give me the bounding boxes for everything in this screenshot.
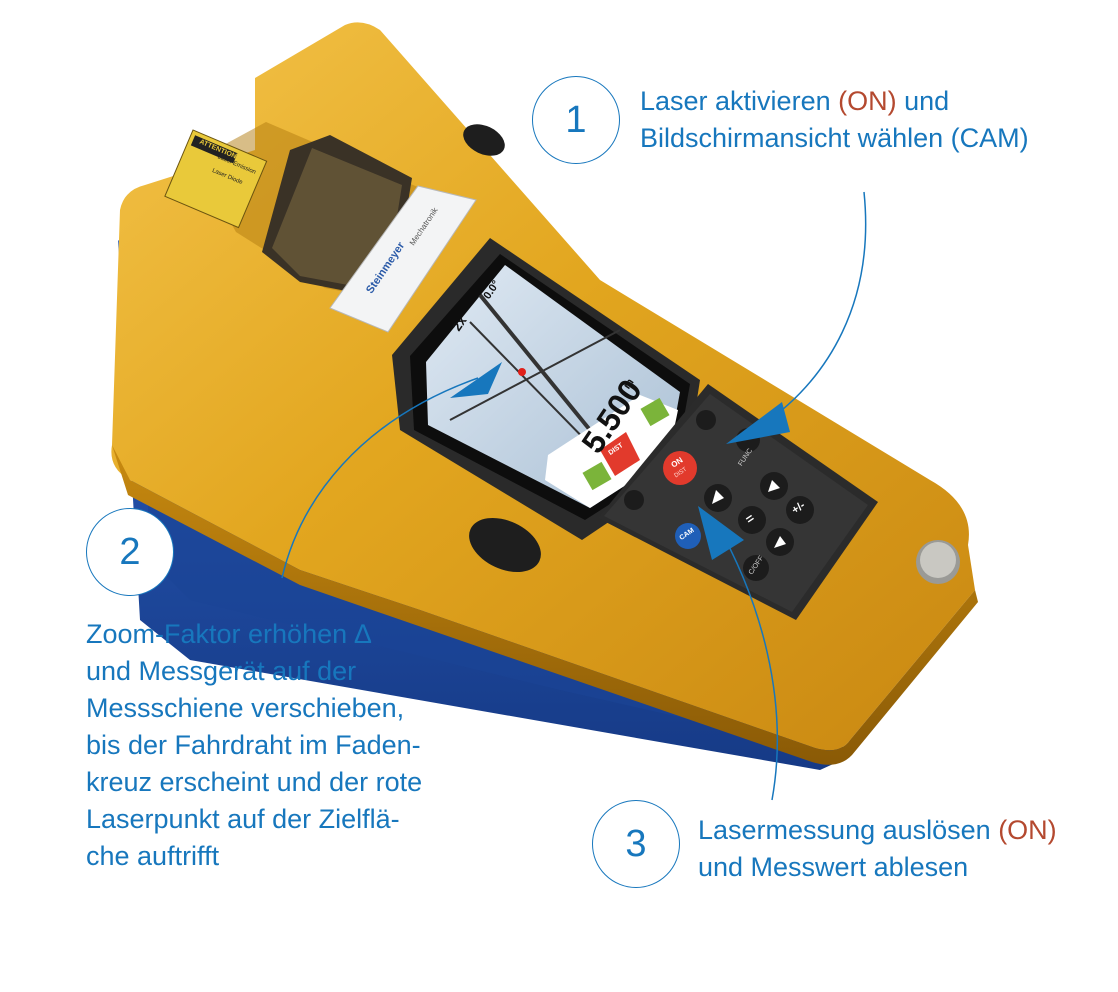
brand-plate (329, 185, 477, 333)
small-key-left[interactable] (624, 490, 644, 510)
small-key-top[interactable] (696, 410, 716, 430)
step-2-line: che auftrifft (86, 841, 220, 871)
step-2-line: bis der Fahrdraht im Faden- (86, 730, 421, 760)
step-2-line: und Messgerät auf der (86, 656, 357, 686)
step-1-circle: 1 (532, 76, 620, 164)
metal-knob (916, 540, 960, 584)
screen (392, 238, 700, 540)
keypad (598, 384, 878, 620)
arrowheads (450, 362, 790, 560)
step-2-line: Zoom-Faktor erhöhen ∆ (86, 619, 372, 649)
step-2-line: kreuz erscheint und der rote (86, 767, 423, 797)
step-2-circle: 2 (86, 508, 174, 596)
step-1-line-2: Bildschirmansicht wählen (CAM) (640, 123, 1029, 153)
on-key[interactable] (663, 451, 697, 485)
step-2-line: Laserpunkt auf der Zielflä- (86, 804, 400, 834)
step-2-text: Zoom-Faktor erhöhen ∆ und Messgerät auf … (86, 616, 422, 875)
side-wheel (463, 124, 541, 573)
cam-key[interactable] (675, 523, 701, 549)
step-2-line: Messschiene verschieben, (86, 693, 405, 723)
step-3-text: Lasermessung auslösen (ON) und Messwert … (698, 812, 1057, 886)
step-3-circle: 3 (592, 800, 680, 888)
laser-warning-label (164, 129, 268, 229)
callout-arrows (281, 191, 867, 801)
step-1-line-1: Laser aktivieren (ON) und (640, 86, 950, 116)
c-off-key[interactable] (743, 555, 769, 581)
step-1-text: Laser aktivieren (ON) und Bildschirmansi… (640, 83, 1029, 157)
plusminus-key[interactable] (786, 496, 814, 524)
step-3-line-2: und Messwert ablesen (698, 852, 969, 882)
step-3-line-1: Lasermessung auslösen (ON) (698, 815, 1057, 845)
equals-key[interactable] (738, 506, 766, 534)
